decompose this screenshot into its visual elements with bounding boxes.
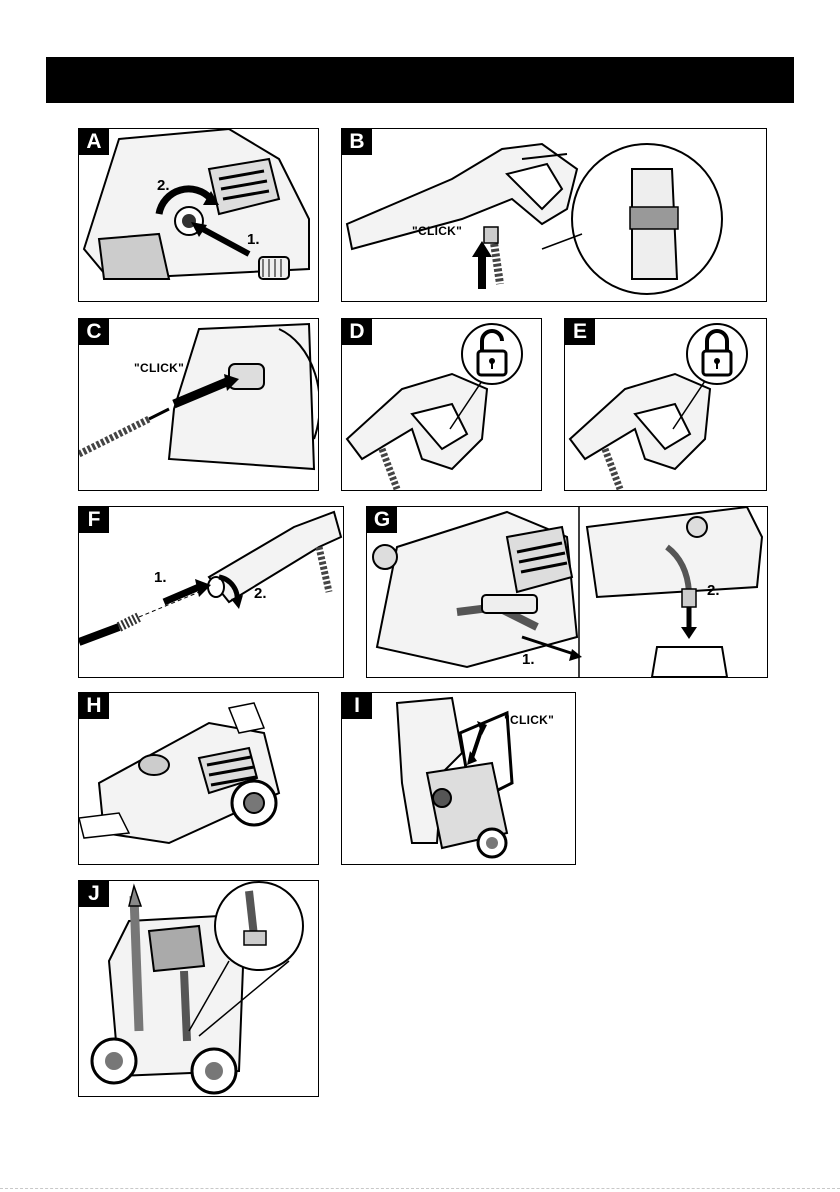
panel-letter: E: [565, 319, 595, 345]
step-2-label: 2.: [254, 585, 267, 602]
illustration-hose-inlet: [79, 129, 318, 301]
panel-letter: I: [342, 693, 372, 719]
illustration-trigger-locked: [565, 319, 766, 490]
panel-j: J: [78, 880, 319, 1097]
header-bar: [46, 57, 794, 103]
panel-letter: B: [342, 129, 372, 155]
illustration-carry-unit: [79, 693, 318, 864]
illustration-spray-gun-hose: [342, 129, 766, 301]
panel-h: H: [78, 692, 319, 865]
panel-letter: J: [79, 881, 109, 907]
panel-letter: G: [367, 507, 397, 533]
step-1-label: 1.: [522, 651, 535, 668]
panel-letter: D: [342, 319, 372, 345]
panel-letter: C: [79, 319, 109, 345]
step-1-label: 1.: [154, 569, 167, 586]
illustration-lance-attach: [79, 507, 343, 677]
panel-f: F 1. 2.: [78, 506, 344, 678]
illustration-storage: [79, 881, 318, 1096]
panel-i: I "CLICK": [341, 692, 576, 865]
illustration-hose-outlet: [79, 319, 318, 490]
step-2-label: 2.: [157, 177, 170, 194]
click-label: "CLICK": [504, 713, 554, 727]
panel-e: E: [564, 318, 767, 491]
step-1-label: 1.: [247, 231, 260, 248]
step-2-label: 2.: [707, 582, 720, 599]
click-label: "CLICK": [134, 361, 184, 375]
click-label: "CLICK": [412, 224, 462, 238]
panel-letter: H: [79, 693, 109, 719]
page-edge: [0, 1188, 840, 1189]
panel-c: C "CLICK": [78, 318, 319, 491]
panel-letter: A: [79, 129, 109, 155]
panel-a: A 2. 1.: [78, 128, 319, 302]
panel-g: G 1. 2.: [366, 506, 768, 678]
panel-b: B "CLICK": [341, 128, 767, 302]
panel-letter: F: [79, 507, 109, 533]
panel-d: D: [341, 318, 542, 491]
